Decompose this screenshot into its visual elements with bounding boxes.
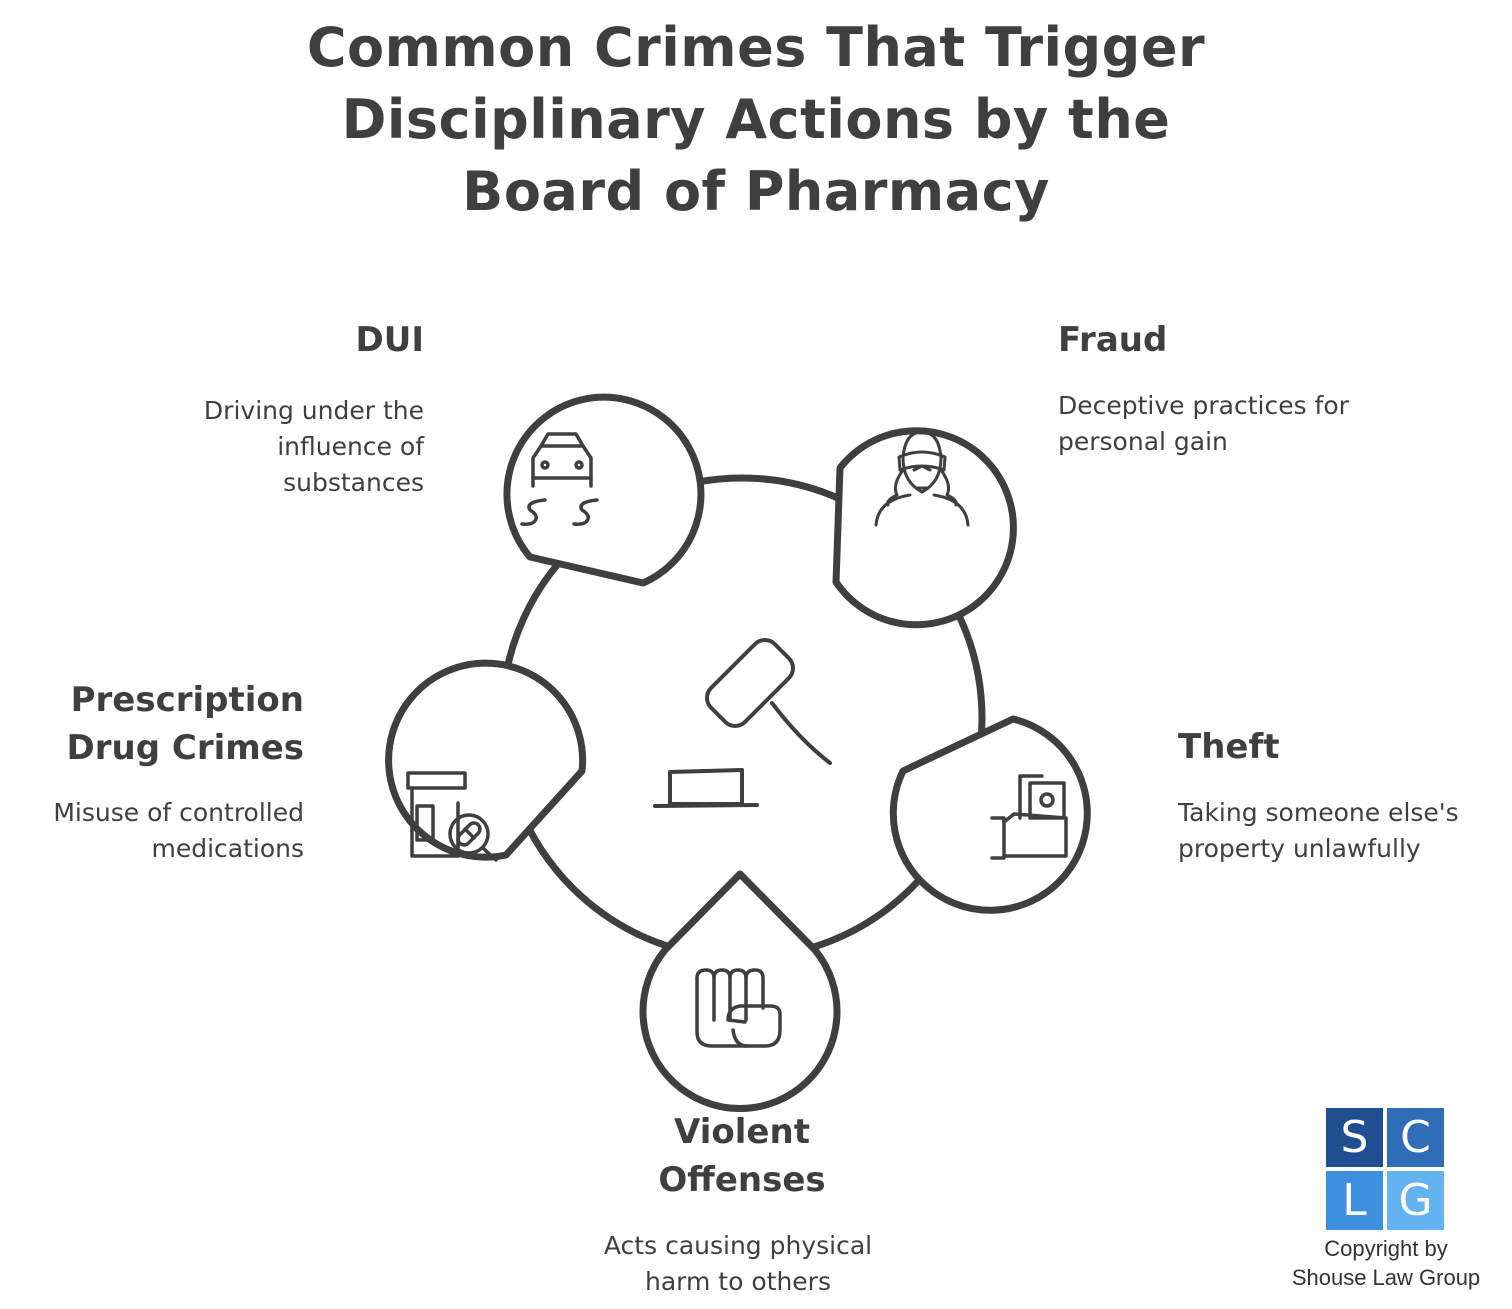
gavel-icon [653,638,832,808]
fraud-label: Fraud [1058,320,1168,360]
copyright-line-2: Shouse Law Group [1291,1265,1481,1290]
prescription-desc-line-2: medications [151,834,304,863]
hand-holding-money-icon [990,774,1068,860]
dui-label: DUI [355,320,424,360]
theft-description: Taking someone else's property unlawfull… [1178,795,1459,867]
theft-desc-line-2: property unlawfully [1178,834,1421,863]
prescription-description: Misuse of controlled medications [0,795,304,867]
prescription-label-line-1: Prescription [70,680,304,720]
theft-label: Theft [1178,727,1280,767]
copyright-line-1: Copyright by [1324,1236,1448,1261]
dui-desc-line-1: Driving under the [203,396,424,425]
dui-drop [503,393,705,587]
theft-desc-line-1: Taking someone else's [1178,798,1459,827]
page-title: Common Crimes That Trigger Disciplinary … [156,12,1356,228]
logo-cell-l: L [1326,1171,1383,1230]
fraud-desc-line-1: Deceptive practices for [1058,391,1349,420]
fraud-drop [832,427,1017,629]
fraud-desc-line-2: personal gain [1058,427,1228,456]
title-line-3: Board of Pharmacy [462,160,1050,223]
prescription-label-line-2: Drug Crimes [66,728,304,768]
pill-bottle-magnifier-icon [406,771,498,862]
violent-desc-line-1: Acts causing physical [603,1231,873,1260]
title-line-2: Disciplinary Actions by the [341,88,1171,151]
masked-person-icon [874,430,970,527]
violent-desc-line-2: harm to others [645,1267,831,1296]
violent-label-line-2: Offenses [658,1160,826,1200]
prescription-desc-line-1: Misuse of controlled [53,798,304,827]
prescription-label: Prescription Drug Crimes [0,676,304,772]
logo-cell-g: G [1387,1171,1444,1230]
car-skid-icon [520,432,599,526]
fist-icon [695,968,782,1048]
logo-cell-s: S [1326,1108,1383,1167]
title-line-1: Common Crimes That Trigger [306,16,1206,79]
theft-drop [889,715,1091,914]
violent-label-line-1: Violent [674,1112,810,1152]
violent-description: Acts causing physical harm to others [538,1228,938,1300]
sclg-logo: S C L G [1326,1108,1444,1232]
fraud-description: Deceptive practices for personal gain [1058,388,1349,460]
dui-desc-line-3: substances [283,468,424,497]
dui-description: Driving under the influence of substance… [124,393,424,501]
violent-label: Violent Offenses [592,1108,892,1204]
prescription-drop [385,659,587,861]
logo-cell-c: C [1387,1108,1444,1167]
dui-desc-line-2: influence of [277,432,424,461]
violent-drop [639,870,841,1113]
copyright-text: Copyright by Shouse Law Group [1276,1234,1496,1292]
